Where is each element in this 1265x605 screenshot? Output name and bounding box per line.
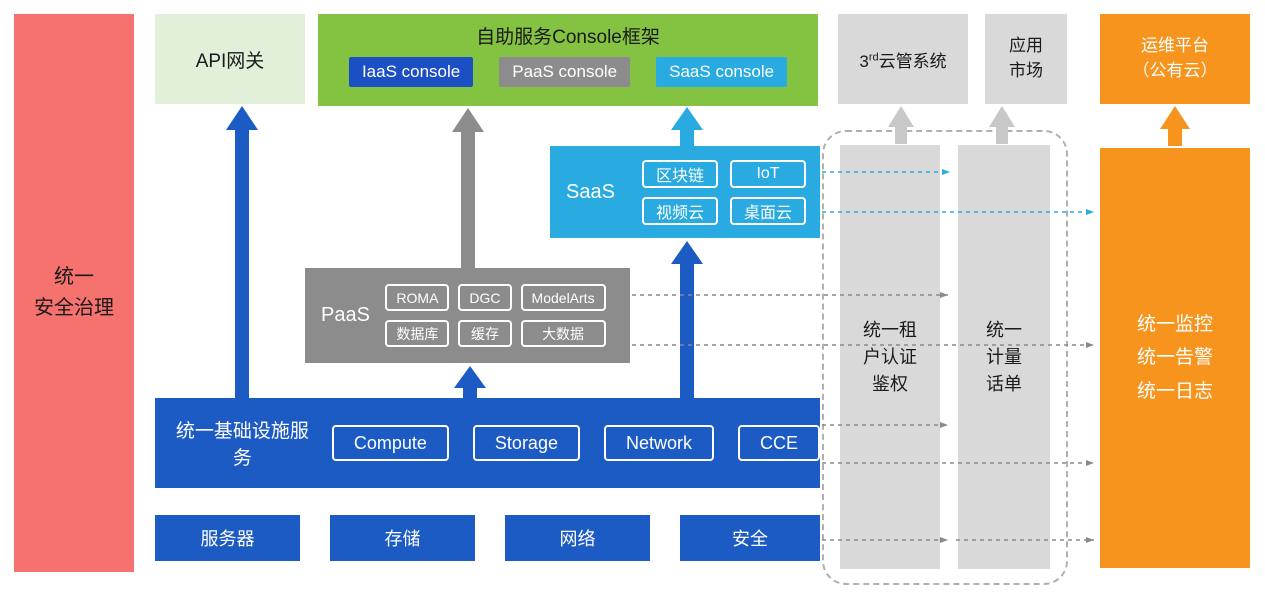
infrastructure-services-box: 统一基础设施服务 Compute Storage Network CCE (155, 398, 820, 488)
infra-item-storage: Storage (472, 425, 580, 461)
infrastructure-label: 统一基础设施服务 (175, 421, 309, 469)
console-framework-title: 自助服务Console框架 (476, 27, 660, 48)
api-gateway-box: API网关 (155, 14, 305, 104)
infra-item-network: Network (603, 425, 714, 461)
third-party-label: 3rd云管系统 (859, 50, 947, 71)
paas-item-cache: 缓存 (458, 320, 512, 347)
console-chip-row: IaaS console PaaS console SaaS console (348, 57, 788, 87)
paas-label: PaaS (321, 304, 370, 326)
monitoring-alert-log-bar: 统一监控 统一告警 统一日志 (1100, 148, 1250, 568)
saas-box: SaaS 区块链 IoT 视频云 桌面云 (550, 146, 820, 238)
ops-platform-box: 运维平台 （公有云） (1100, 14, 1250, 104)
infrastructure-items-row: Compute Storage Network CCE (331, 425, 820, 461)
security-box: 安全 (680, 515, 820, 561)
arrow-monitor-to-ops-platform (1160, 106, 1190, 146)
storage-box: 存储 (330, 515, 475, 561)
network-box: 网络 (505, 515, 650, 561)
arrow-infra-to-api-gateway (226, 106, 258, 398)
arrow-saas-to-console (671, 107, 703, 146)
saas-label: SaaS (566, 180, 615, 203)
paas-item-database: 数据库 (385, 320, 450, 347)
paas-item-modelarts: ModelArts (520, 284, 606, 311)
saas-item-video-cloud: 视频云 (641, 196, 718, 225)
infra-item-compute: Compute (331, 425, 449, 461)
saas-console-chip: SaaS console (656, 57, 788, 87)
arrow-paas-to-console (452, 108, 484, 268)
saas-items-grid: 区块链 IoT 视频云 桌面云 (638, 146, 810, 238)
paas-item-dgc: DGC (458, 284, 512, 311)
app-market-box: 应用 市场 (985, 14, 1067, 104)
saas-item-blockchain: 区块链 (641, 159, 718, 188)
shared-services-dashed-frame (822, 130, 1068, 585)
paas-items-grid: ROMA DGC ModelArts 数据库 缓存 大数据 (369, 268, 622, 363)
paas-item-roma: ROMA (385, 284, 450, 311)
saas-item-iot: IoT (730, 159, 807, 188)
paas-console-chip: PaaS console (499, 57, 631, 87)
third-party-cloud-mgmt-box: 3rd云管系统 (838, 14, 968, 104)
paas-box: PaaS ROMA DGC ModelArts 数据库 缓存 大数据 (305, 268, 630, 363)
arrow-infra-to-saas (671, 241, 703, 398)
tenant-auth-bar: 统一租 户认证 鉴权 (840, 145, 940, 569)
third-party-superscript: rd (868, 50, 879, 63)
iaas-console-chip: IaaS console (348, 57, 474, 87)
infra-item-cce: CCE (737, 425, 820, 461)
security-governance-bar: 统一 安全治理 (14, 14, 134, 572)
arrow-infra-to-paas (454, 366, 486, 398)
server-box: 服务器 (155, 515, 300, 561)
metering-billing-bar: 统一 计量 话单 (958, 145, 1050, 569)
saas-item-desktop-cloud: 桌面云 (730, 196, 807, 225)
console-framework-box: 自助服务Console框架 IaaS console PaaS console … (318, 14, 818, 106)
paas-item-bigdata: 大数据 (520, 320, 606, 347)
